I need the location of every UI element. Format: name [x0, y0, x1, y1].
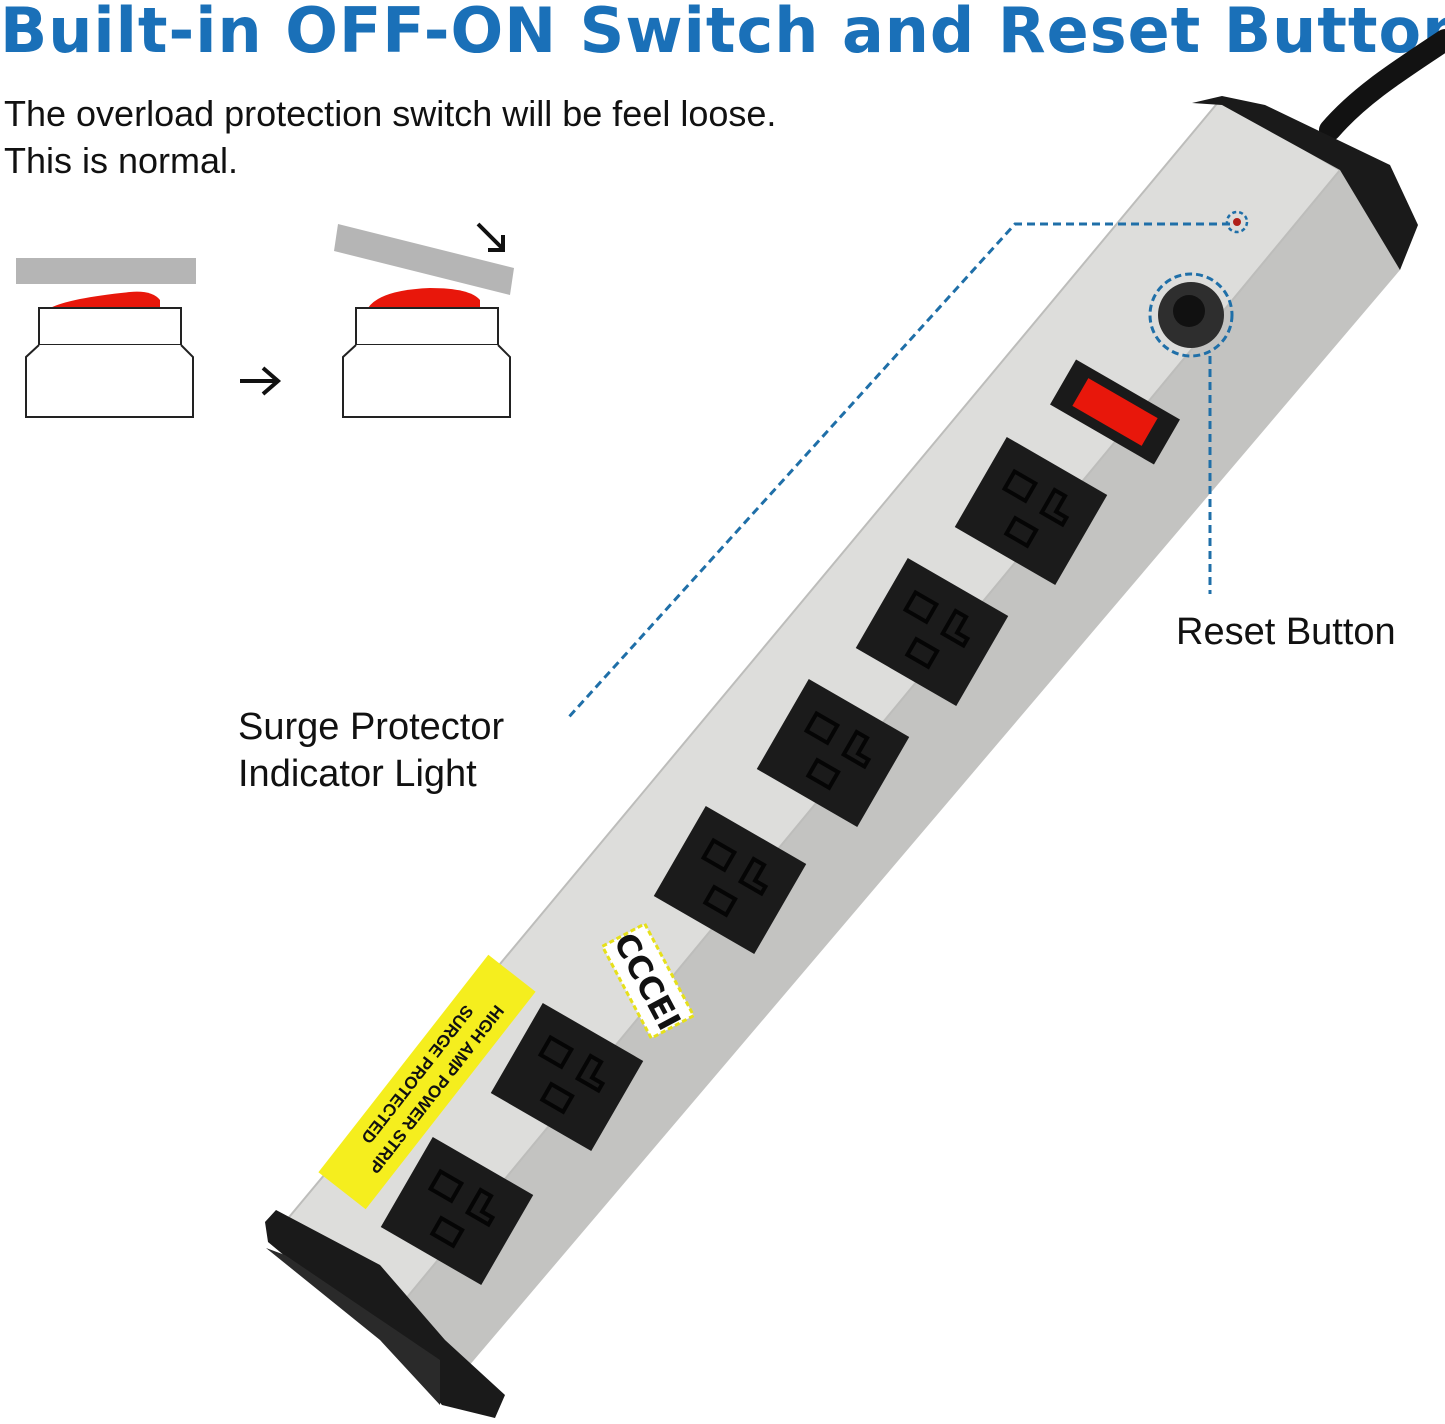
outlet	[653, 805, 807, 955]
surge-callout-line-1: Surge Protector	[238, 706, 505, 748]
switch-base-loose	[342, 344, 511, 418]
outlet-group	[380, 436, 1108, 1286]
switch-top-loose	[355, 307, 499, 346]
outlet	[954, 436, 1108, 586]
surge-indicator-callout: Surge Protector Indicator Light	[238, 704, 504, 798]
indicator-light	[1233, 218, 1241, 226]
outlet	[380, 1136, 534, 1286]
indicator-light-highlight	[1225, 210, 1249, 234]
switch-cover-closed	[16, 258, 196, 284]
switch-top-normal	[38, 307, 182, 346]
surge-callout-line	[566, 222, 1230, 720]
strip-side-face	[380, 170, 1400, 1400]
rocker-loose	[368, 288, 480, 308]
switch-diagram-loose	[334, 222, 514, 418]
strip-bottom-end-cap	[265, 1210, 505, 1418]
surge-callout-line-2: Indicator Light	[238, 753, 477, 795]
rocker-normal	[50, 291, 160, 308]
outlet	[855, 557, 1009, 707]
switch-base-normal	[25, 344, 194, 418]
reset-button-highlight	[1148, 272, 1234, 358]
strip-power-switch[interactable]	[1050, 359, 1180, 465]
reset-button[interactable]	[1173, 295, 1205, 327]
overload-note: The overload protection switch will be f…	[4, 90, 776, 184]
strip-top-end-cap	[1192, 96, 1418, 270]
outlet	[756, 678, 910, 828]
right-arrow-icon	[240, 366, 282, 396]
outlet	[490, 1002, 644, 1152]
down-right-arrow-icon	[476, 222, 505, 252]
power-cord	[1319, 29, 1445, 141]
overload-note-line-1: The overload protection switch will be f…	[4, 93, 777, 134]
switch-diagram-normal	[16, 258, 196, 418]
switch-cover-tilted	[334, 224, 514, 295]
page-title: Built-in OFF-ON Switch and Reset Button	[0, 0, 1445, 67]
reset-button-callout: Reset Button	[1176, 611, 1396, 653]
overload-note-line-2: This is normal.	[4, 140, 239, 181]
